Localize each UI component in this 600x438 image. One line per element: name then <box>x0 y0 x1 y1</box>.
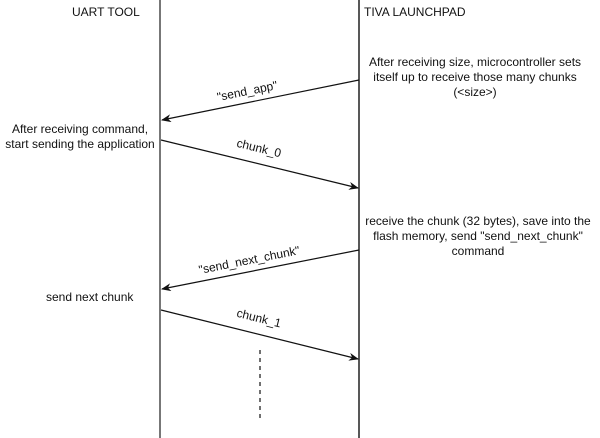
note-line: flash memory, send "send_next_chunk" <box>373 229 583 243</box>
message-label-send-app: "send_app" <box>216 78 279 104</box>
message-arrow-send-app <box>161 79 360 123</box>
message-arrow-chunk-0 <box>160 139 359 190</box>
note-line: itself up to receive those many chunks <box>373 70 577 84</box>
note-line: (<size>) <box>453 85 497 99</box>
note-left-send-next-chunk: send next chunk <box>46 290 134 304</box>
participant-tiva-launchpad: TIVA LAUNCHPAD <box>364 5 466 19</box>
participant-uart-tool: UART TOOL <box>72 5 140 19</box>
note-line: start sending the application <box>5 137 155 151</box>
message-label-chunk-1: chunk_1 <box>235 306 283 331</box>
note-line: receive the chunk (32 bytes), save into … <box>365 214 591 228</box>
note-right-after-receiving-size: After receiving size, microcontroller se… <box>362 55 588 100</box>
message-label-chunk-0: chunk_0 <box>235 136 283 160</box>
note-right-receive-chunk: receive the chunk (32 bytes), save into … <box>362 214 594 259</box>
note-line: command <box>451 244 505 258</box>
message-arrow-send-next-chunk <box>161 249 360 292</box>
message-arrow-chunk-1 <box>160 309 359 361</box>
note-line: After receiving size, microcontroller se… <box>368 55 582 69</box>
note-line: After receiving command, <box>11 122 149 136</box>
note-left-after-receiving-command: After receiving command, start sending t… <box>4 122 156 152</box>
